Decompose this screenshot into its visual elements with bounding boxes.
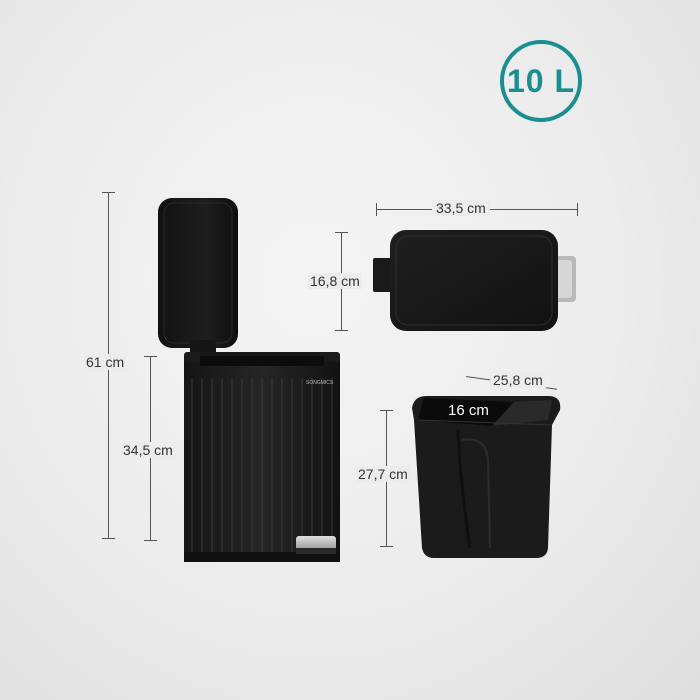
- dim-tick: [144, 356, 157, 357]
- dim-tick: [376, 203, 377, 216]
- dim-tick: [102, 192, 115, 193]
- dim-tick: [144, 540, 157, 541]
- pedal: [296, 536, 336, 550]
- dim-tick: [335, 330, 348, 331]
- label-lid-width: 33,5 cm: [432, 200, 490, 216]
- bin-body: SONGMICS: [184, 352, 340, 562]
- label-bucket-depth: 16 cm: [448, 402, 489, 419]
- label-body-height: 34,5 cm: [121, 442, 175, 458]
- lid-top-view: [373, 230, 576, 331]
- dim-tick: [577, 203, 578, 216]
- label-bucket-width: 25,8 cm: [490, 372, 546, 388]
- bin-open-lid: [158, 198, 238, 358]
- capacity-text: 10 L: [506, 62, 576, 99]
- label-total-height: 61 cm: [84, 354, 127, 370]
- inner-bucket: [412, 396, 561, 558]
- label-bucket-height: 27,7 cm: [356, 466, 410, 482]
- dim-tick: [380, 410, 393, 411]
- brand-logo: SONGMICS: [306, 380, 334, 386]
- dim-tick: [335, 232, 348, 233]
- capacity-badge: 10 L: [500, 40, 582, 122]
- label-lid-depth: 16,8 cm: [308, 273, 362, 289]
- dim-tick: [380, 546, 393, 547]
- dim-tick: [102, 538, 115, 539]
